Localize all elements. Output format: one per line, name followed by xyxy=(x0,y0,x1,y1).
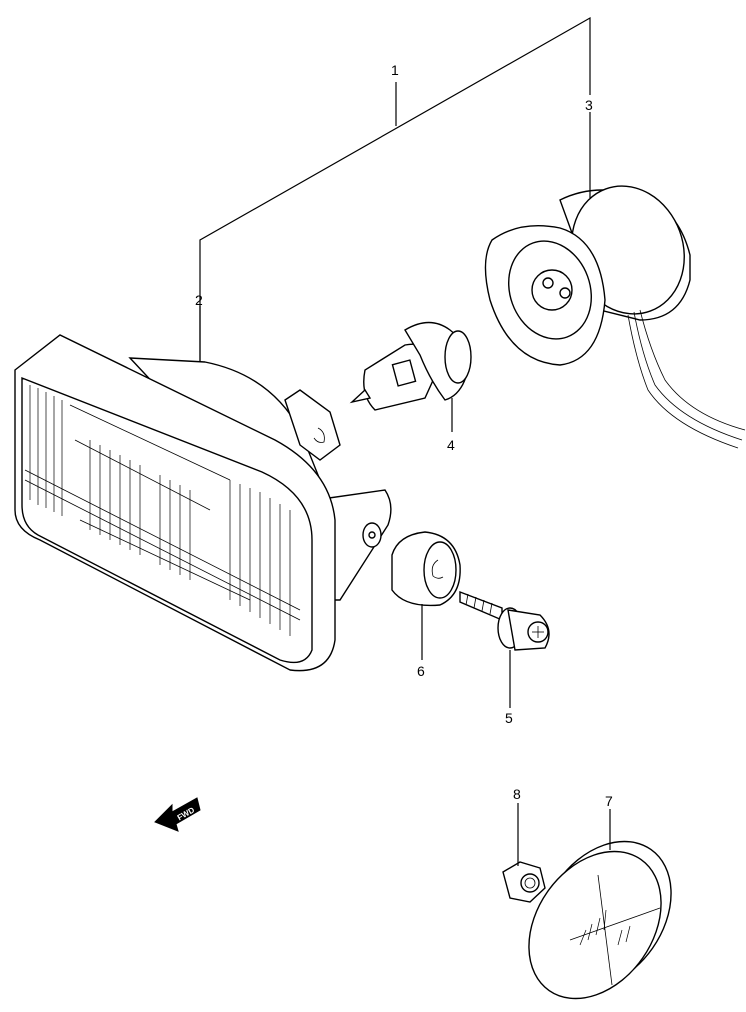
hex-nut[interactable] xyxy=(502,861,546,903)
mounting-bolt[interactable] xyxy=(459,590,550,651)
callout-8: 8 xyxy=(513,786,521,802)
rubber-grommet[interactable] xyxy=(391,531,461,607)
cover-cap[interactable] xyxy=(502,816,699,1012)
assembly-bracket-lines xyxy=(199,16,591,362)
callout-5: 5 xyxy=(505,710,513,726)
leader-lines xyxy=(199,112,611,866)
callout-2: 2 xyxy=(195,292,203,308)
headlight-housing[interactable] xyxy=(14,334,392,672)
callout-6: 6 xyxy=(417,663,425,679)
forward-direction-arrow: FWD xyxy=(154,797,201,832)
bulb-socket[interactable] xyxy=(484,170,746,449)
callout-labels: 1 2 3 4 5 6 7 8 xyxy=(195,62,613,809)
callout-7: 7 xyxy=(605,793,613,809)
callout-4: 4 xyxy=(447,437,455,453)
callout-3: 3 xyxy=(585,97,593,113)
callout-1: 1 xyxy=(391,62,399,78)
halogen-bulb[interactable] xyxy=(349,321,472,411)
